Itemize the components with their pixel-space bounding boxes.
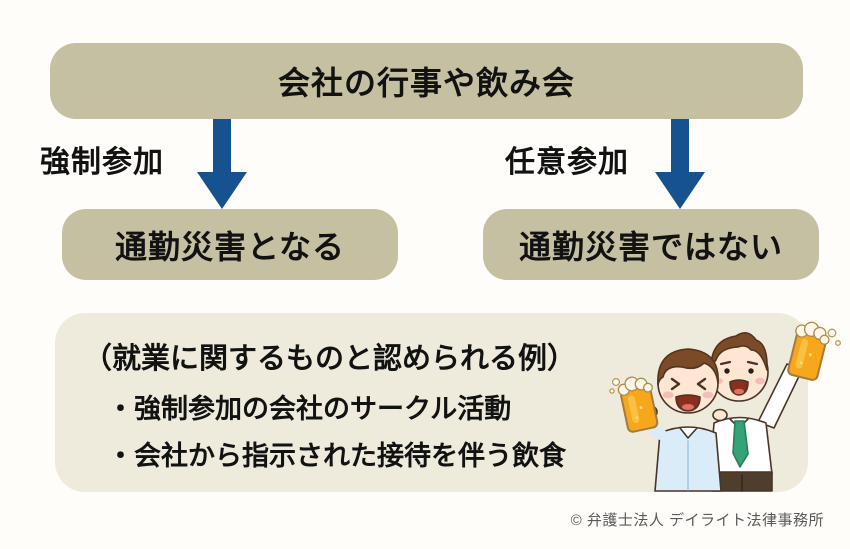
left-result-box: 通勤災害となる bbox=[62, 209, 398, 280]
right-branch-condition-label: 任意参加 bbox=[505, 146, 629, 179]
left-man-head bbox=[657, 348, 719, 414]
right-beer-mug-icon bbox=[787, 321, 830, 381]
example-item: ・強制参加の会社のサークル活動 bbox=[107, 394, 512, 424]
copyright-credit: © 弁護士法人 デイライト法律事務所 bbox=[570, 512, 824, 529]
down-arrow-left-icon bbox=[197, 119, 247, 209]
example-item: ・会社から指示された接待を伴う飲食 bbox=[107, 441, 566, 471]
right-result-box: 通勤災害ではない bbox=[483, 209, 819, 280]
left-beer-mug-icon bbox=[617, 376, 659, 433]
examples-heading: （就業に関するものと認められる例） bbox=[83, 343, 577, 375]
toasting-men-illustration bbox=[609, 321, 841, 492]
top-node-label: 会社の行事や飲み会 bbox=[277, 65, 575, 101]
left-result-label: 通勤災害となる bbox=[114, 228, 346, 265]
top-node-box: 会社の行事や飲み会 bbox=[50, 43, 803, 119]
down-arrow-right-icon bbox=[655, 119, 705, 209]
left-branch-condition-label: 強制参加 bbox=[40, 146, 164, 179]
right-result-label: 通勤災害ではない bbox=[518, 228, 783, 265]
right-man-head bbox=[709, 332, 769, 402]
